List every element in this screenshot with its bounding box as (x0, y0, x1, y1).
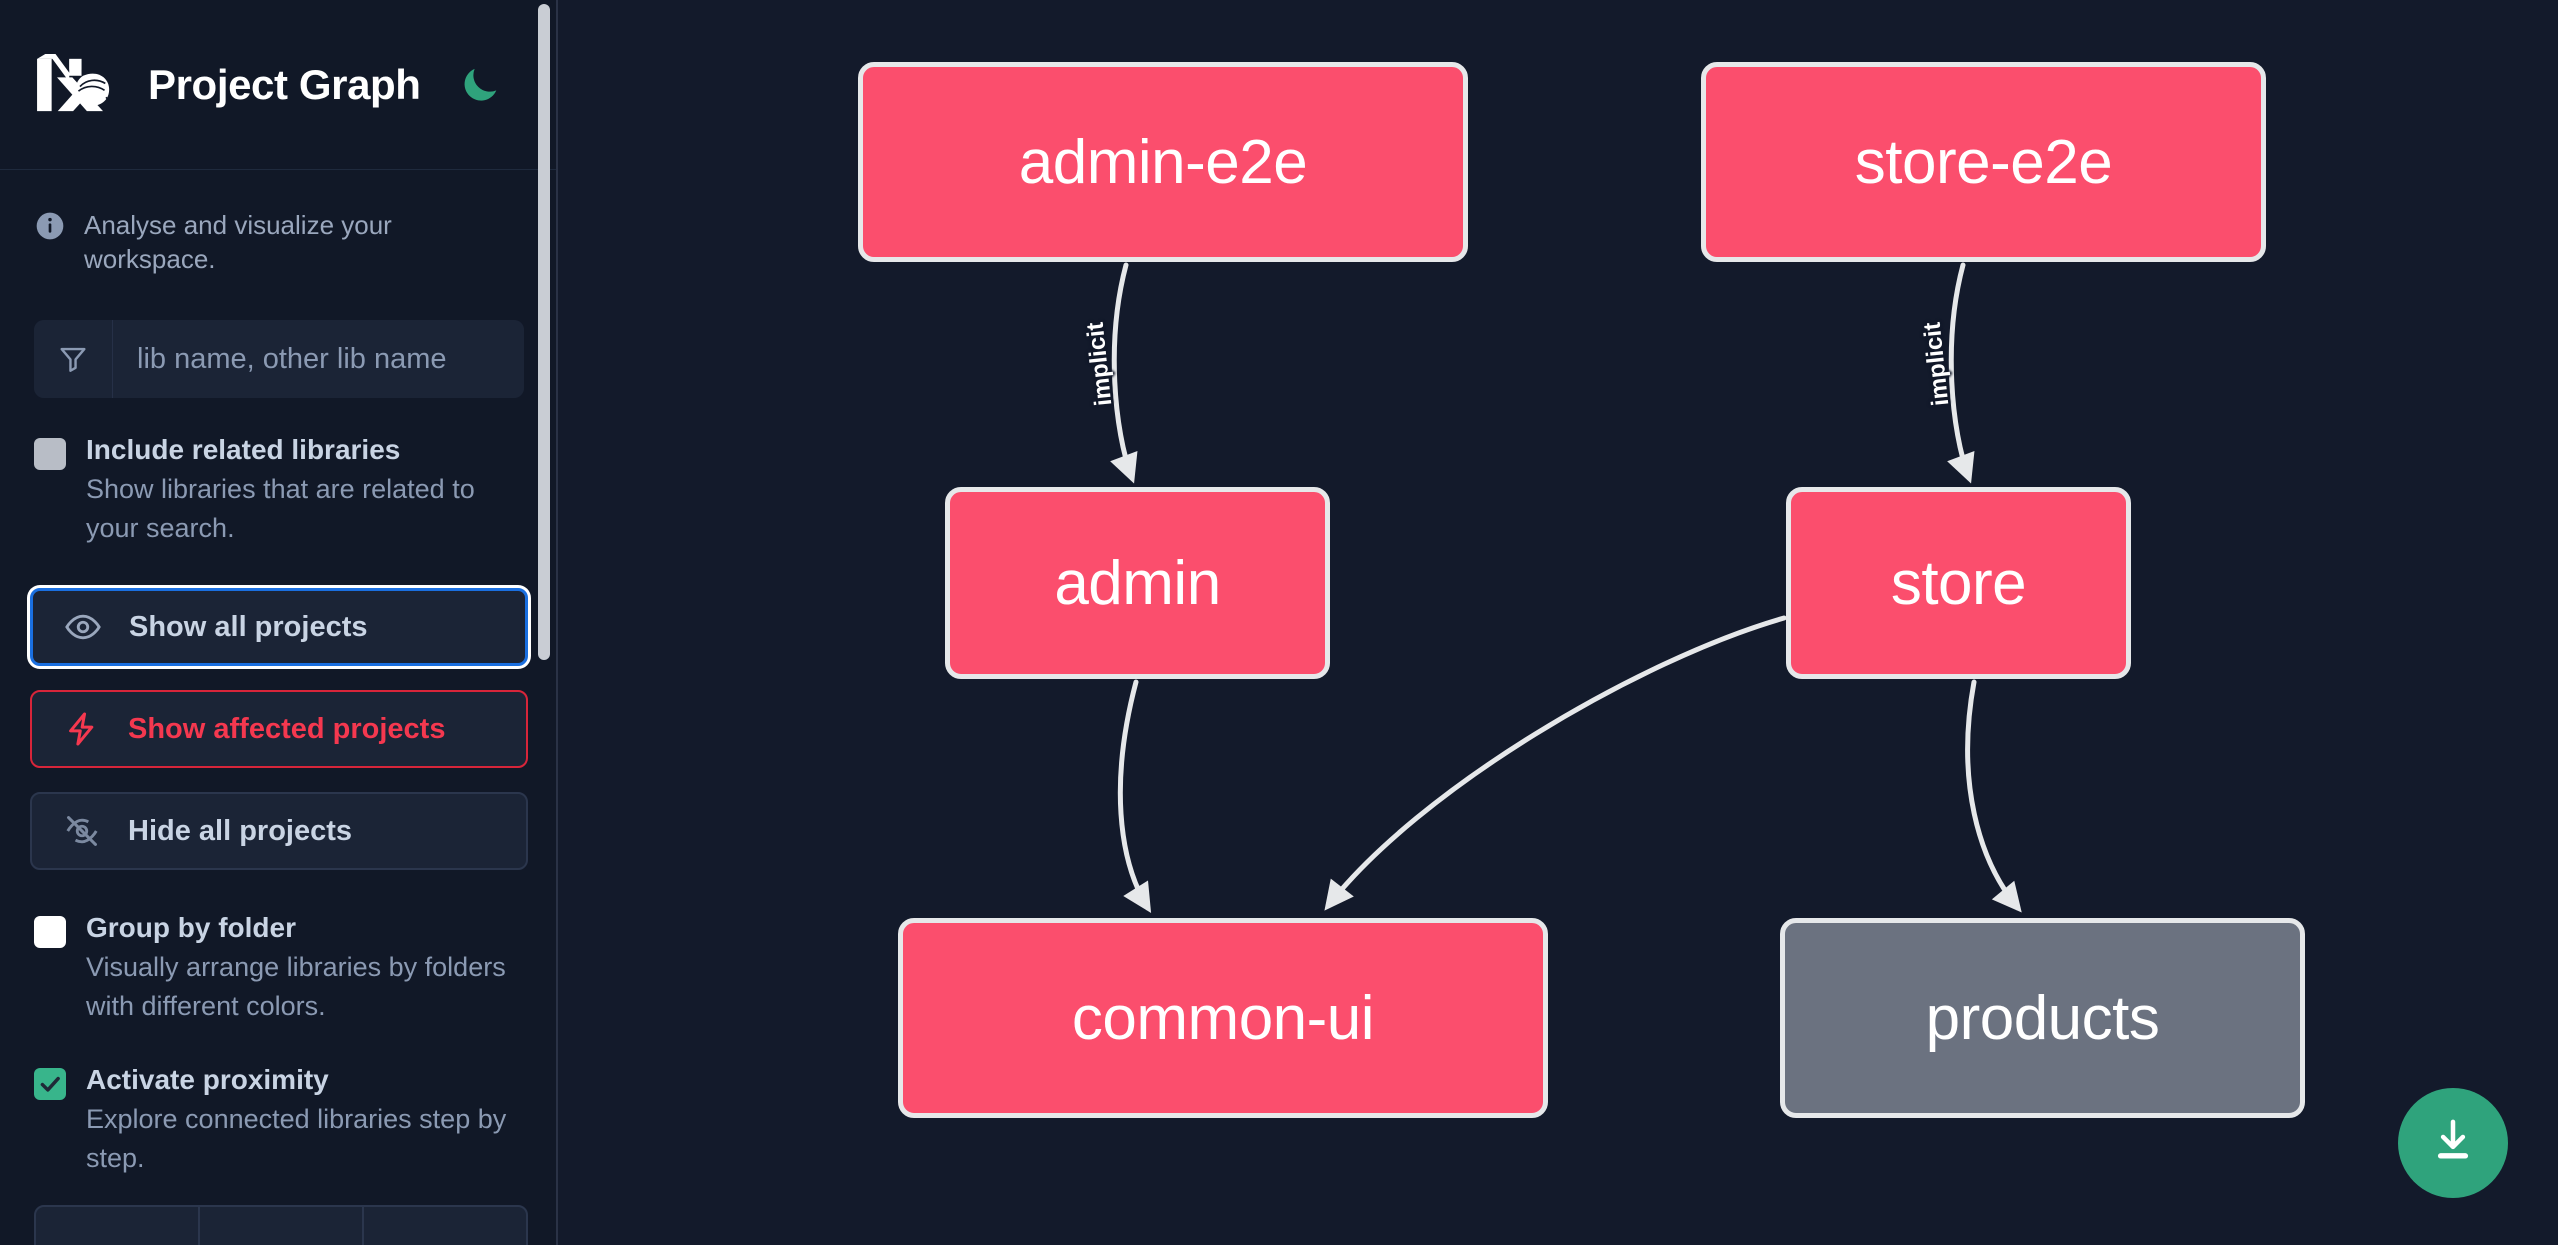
info-circle-icon (34, 210, 66, 242)
proximity-stepper-increase[interactable] (364, 1207, 526, 1245)
sidebar-scrollbar[interactable] (538, 4, 550, 660)
graph-node-admin[interactable]: admin (945, 487, 1330, 679)
page-title: Project Graph (148, 60, 421, 108)
eye-off-icon (62, 811, 102, 851)
search-input[interactable] (113, 320, 524, 398)
sidebar-tagline: Analyse and visualize your workspace. (0, 170, 558, 276)
sidebar-content: Project Graph Analyse and visualize your… (0, 0, 558, 1245)
proximity-stepper-group[interactable] (34, 1205, 528, 1245)
edge-label-implicit-store: implicit (1918, 320, 1955, 408)
graph-node-products[interactable]: products (1780, 918, 2305, 1118)
filter-funnel-icon (34, 320, 113, 398)
graph-node-store-label: store (1890, 548, 2027, 618)
include-related-libraries-label: Include related libraries (86, 434, 401, 465)
activate-proximity-label: Activate proximity (86, 1064, 329, 1095)
option-activate-proximity[interactable]: Activate proximity Explore connected lib… (0, 1062, 558, 1178)
edge-admin-to-common-ui (1117, 679, 1152, 913)
show-affected-projects-label: Show affected projects (128, 712, 446, 745)
group-by-folder-label: Group by folder (86, 912, 296, 943)
graph-node-admin-e2e-label: admin-e2e (1018, 127, 1308, 197)
moon-icon[interactable] (457, 62, 503, 108)
sidebar: Project Graph Analyse and visualize your… (0, 0, 558, 1245)
graph-node-store-e2e-label: store-e2e (1854, 127, 2113, 197)
lightning-bolt-icon (62, 709, 102, 749)
activate-proximity-checkbox[interactable] (34, 1068, 66, 1100)
download-image-button[interactable] (2398, 1088, 2508, 1198)
edge-label-implicit-admin: implicit (1081, 320, 1118, 408)
proximity-stepper-decrease[interactable] (36, 1207, 200, 1245)
sidebar-header: Project Graph (0, 0, 558, 170)
edge-store-to-common-ui (1324, 615, 1787, 911)
search-box[interactable] (34, 320, 524, 398)
download-icon (2426, 1114, 2480, 1173)
nx-logo-icon (34, 49, 126, 116)
group-by-folder-description: Visually arrange libraries by folders wi… (86, 952, 506, 1021)
proximity-stepper-value[interactable] (200, 1207, 364, 1245)
sidebar-divider (556, 0, 558, 1245)
option-group-by-folder[interactable]: Group by folder Visually arrange librari… (0, 910, 558, 1026)
graph-node-common-ui[interactable]: common-ui (898, 918, 1548, 1118)
edge-store-to-products (1965, 679, 2022, 913)
graph-node-admin-label: admin (1054, 548, 1221, 618)
activate-proximity-description: Explore connected libraries step by step… (86, 1104, 507, 1173)
graph-node-products-label: products (1925, 983, 2160, 1053)
projects-button-group: Show all projects Show affected projects (0, 588, 558, 870)
edge-admin-e2e-to-admin (1110, 262, 1138, 484)
hide-all-projects-button[interactable]: Hide all projects (30, 792, 528, 870)
show-all-projects-button[interactable]: Show all projects (30, 588, 528, 666)
graph-canvas[interactable]: admin-e2e store-e2e admin store common-u… (558, 0, 2558, 1245)
option-include-related-libraries[interactable]: Include related libraries Show libraries… (0, 432, 558, 548)
tagline-text: Analyse and visualize your workspace. (84, 210, 392, 274)
include-related-libraries-checkbox[interactable] (34, 438, 66, 470)
graph-node-admin-e2e[interactable]: admin-e2e (858, 62, 1468, 262)
graph-node-store[interactable]: store (1786, 487, 2131, 679)
eye-icon (63, 607, 103, 647)
graph-node-common-ui-label: common-ui (1071, 983, 1375, 1053)
hide-all-projects-label: Hide all projects (128, 814, 353, 847)
edge-store-e2e-to-store (1947, 262, 1975, 484)
show-all-projects-label: Show all projects (129, 610, 368, 643)
show-affected-projects-button[interactable]: Show affected projects (30, 690, 528, 768)
group-by-folder-checkbox[interactable] (34, 916, 66, 948)
graph-node-store-e2e[interactable]: store-e2e (1701, 62, 2266, 262)
include-related-libraries-description: Show libraries that are related to your … (86, 474, 475, 543)
